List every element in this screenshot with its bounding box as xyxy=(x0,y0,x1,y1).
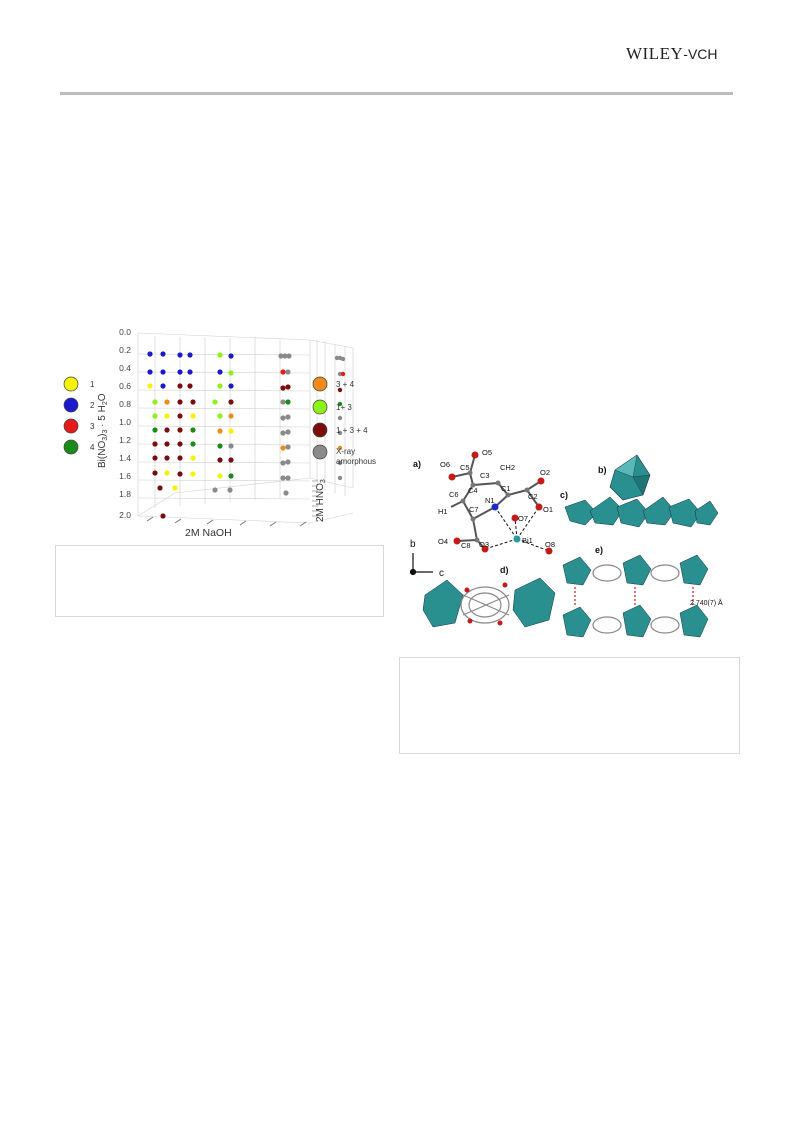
network-e xyxy=(562,554,709,638)
atom-label: H1 xyxy=(438,507,448,516)
panel-label-a: a) xyxy=(413,459,421,469)
atom-label: C7 xyxy=(469,505,479,514)
legend-swatch-4 xyxy=(63,439,79,455)
x-axis-label: 2M NaOH xyxy=(185,527,232,539)
legend-label: amorphous xyxy=(336,457,376,466)
atom-label: O4 xyxy=(438,537,448,546)
coordination-bonds xyxy=(484,506,550,552)
legend-label: X-ray xyxy=(336,447,355,456)
figure-1-caption xyxy=(55,545,384,617)
legend-label: 3 xyxy=(90,422,95,431)
atom-label: O5 xyxy=(482,448,492,457)
y-tick: 2.0 xyxy=(119,510,131,520)
atom-label: C8 xyxy=(461,541,471,550)
legend-swatch-amorphous xyxy=(312,444,328,460)
atom-label: C2 xyxy=(528,492,538,501)
y-tick: 0.4 xyxy=(119,363,131,373)
figure-1-phase-diagram: 0.0 0.2 0.4 0.6 0.8 1.0 1.2 1.4 1.6 1.8 … xyxy=(97,327,354,539)
atom-label: CH2 xyxy=(500,463,515,472)
atom-label: O8 xyxy=(545,540,555,549)
atom-label: C4 xyxy=(468,486,478,495)
polyhedron-chain-c xyxy=(564,496,719,528)
panel-label-d: d) xyxy=(500,565,509,575)
atoms xyxy=(448,451,553,555)
axis-b-label: b xyxy=(410,539,416,550)
header-rule xyxy=(60,92,733,95)
y-tick: 0.6 xyxy=(119,381,131,391)
z-axis-label: 2M HNO3 xyxy=(315,479,327,522)
x-tick-marks xyxy=(146,516,307,527)
publisher-logo: WILEY-VCH xyxy=(626,44,718,64)
publisher-name: WILEY xyxy=(626,44,684,63)
legend-label: 4 xyxy=(90,443,95,452)
legend-swatch-2 xyxy=(63,397,79,413)
atom-label: C5 xyxy=(460,463,470,472)
legend-right: 3 + 4 1+ 3 1 + 3 + 4 X-ray amorphous xyxy=(312,376,376,466)
axes-indicator xyxy=(409,553,433,576)
y-tick: 0.0 xyxy=(119,327,131,337)
y-axis-label: Bi(NO3)3 · 5 H2O xyxy=(97,393,109,468)
atom-label: C3 xyxy=(480,471,490,480)
atom-label: O1 xyxy=(543,505,553,514)
atom-label: C1 xyxy=(501,484,511,493)
atom-label: C6 xyxy=(449,490,459,499)
legend-swatch-3 xyxy=(63,418,79,434)
legend-swatch-1 xyxy=(63,376,79,392)
legend-swatch-1-3-4 xyxy=(312,422,328,438)
publisher-suffix: VCH xyxy=(687,46,718,62)
y-tick: 1.4 xyxy=(119,453,131,463)
legend-left: 1 2 3 4 xyxy=(63,376,95,455)
y-tick: 0.8 xyxy=(119,399,131,409)
figure-2-caption xyxy=(399,657,740,754)
y-tick: 0.2 xyxy=(119,345,131,355)
legend-swatch-1-3 xyxy=(312,399,328,415)
atom-label: O3 xyxy=(479,540,489,549)
legend-swatch-3-4 xyxy=(312,376,328,392)
y-tick: 1.6 xyxy=(119,471,131,481)
atom-label: Bi1 xyxy=(522,536,533,545)
legend-label: 1 xyxy=(90,380,95,389)
axis-c-label: c xyxy=(439,568,444,579)
legend-label: 1 + 3 + 4 xyxy=(336,426,368,435)
y-tick: 1.8 xyxy=(119,489,131,499)
legend-label: 1+ 3 xyxy=(336,403,352,412)
polyhedron-b xyxy=(609,454,651,501)
y-tick-labels: 0.0 0.2 0.4 0.6 0.8 1.0 1.2 1.4 1.6 1.8 … xyxy=(119,327,131,520)
atom-label: O6 xyxy=(440,460,450,469)
publisher-separator: - xyxy=(683,46,688,62)
atom-label: N1 xyxy=(485,496,495,505)
atom-label: O7 xyxy=(518,514,528,523)
data-points xyxy=(147,351,346,519)
panel-label-b: b) xyxy=(598,465,607,475)
panel-label-e: e) xyxy=(595,545,603,555)
y-tick: 1.2 xyxy=(119,435,131,445)
legend-label: 2 xyxy=(90,401,95,410)
legend-label: 3 + 4 xyxy=(336,380,355,389)
distance-label: 2.740(7) Å xyxy=(690,598,723,607)
figure-2-crystal-structure: a) b) c) d) e) O5 O6 C5 C3 CH2 xyxy=(409,448,723,638)
y-tick: 1.0 xyxy=(119,417,131,427)
atom-label: O2 xyxy=(540,468,550,477)
packing-d xyxy=(422,577,556,628)
panel-label-c: c) xyxy=(560,490,568,500)
z-tick-marks xyxy=(312,480,318,517)
